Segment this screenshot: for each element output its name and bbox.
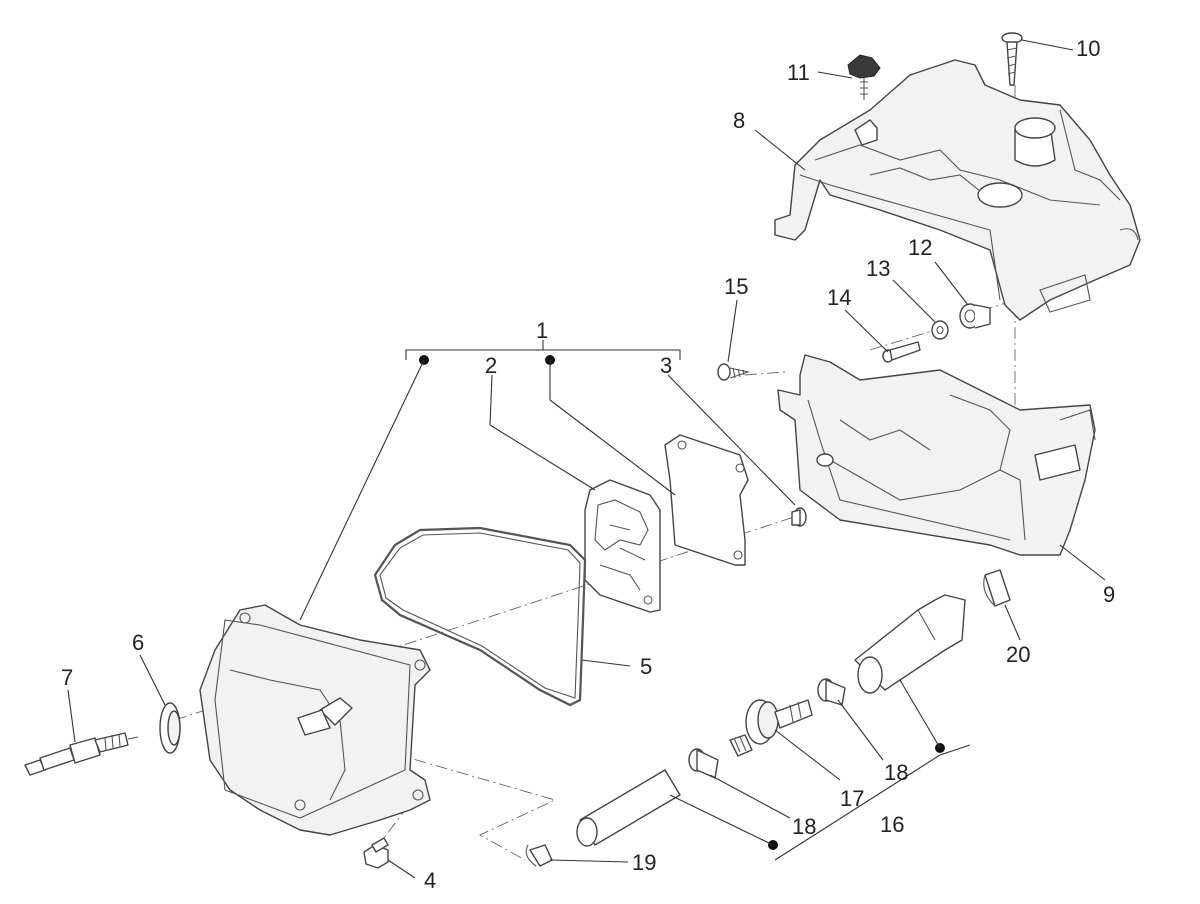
screw-part — [1001, 32, 1023, 86]
hose-clip-part — [983, 569, 1011, 607]
callout-18b: 18 — [792, 814, 816, 839]
callout-5: 5 — [640, 654, 652, 679]
kit-bracket-1 — [405, 340, 681, 365]
callout-1: 1 — [536, 318, 548, 343]
callout-16: 16 — [880, 812, 904, 837]
callout-10: 10 — [1076, 36, 1100, 61]
gasket-plate-part — [664, 434, 749, 566]
spark-plug-part — [24, 732, 139, 776]
callout-13: 13 — [866, 256, 890, 281]
callout-3: 3 — [660, 353, 672, 378]
small-screw-part — [791, 507, 807, 527]
breather-hose-lower-part — [576, 769, 681, 847]
kit-bracket-16 — [768, 743, 971, 861]
callout-12: 12 — [908, 235, 932, 260]
callout-9: 9 — [1103, 582, 1115, 607]
valve-cover-part — [199, 604, 431, 836]
callout-6: 6 — [132, 630, 144, 655]
upper-cover-part — [774, 59, 1141, 321]
callout-2: 2 — [485, 353, 497, 378]
grommet-part — [959, 303, 991, 329]
hose-clamp-lower-part — [688, 748, 719, 779]
callout-labels: 1 2 3 4 5 6 7 8 9 10 11 12 13 14 15 16 1… — [61, 36, 1115, 893]
knob-screw-part — [847, 54, 881, 100]
hose-clamp-upper-part — [817, 678, 846, 706]
seal-ring-part — [159, 702, 181, 754]
washer-part — [931, 320, 949, 340]
flange-bolt-part — [363, 837, 389, 869]
breather-valve-part — [729, 699, 813, 757]
callout-17: 17 — [840, 786, 864, 811]
breather-hose-upper-part — [854, 594, 966, 694]
callout-7: 7 — [61, 665, 73, 690]
lower-cover-part — [777, 354, 1096, 556]
callout-19: 19 — [632, 850, 656, 875]
callout-8: 8 — [733, 108, 745, 133]
reed-plate-part — [584, 479, 661, 613]
tapping-screw-part — [717, 363, 751, 381]
callout-11: 11 — [787, 60, 810, 85]
callout-4: 4 — [424, 868, 436, 893]
oring-gasket-part — [373, 526, 587, 707]
spring-clip-part — [525, 844, 553, 867]
callout-18a: 18 — [884, 760, 908, 785]
leader-lines — [67, 39, 1106, 879]
callout-14: 14 — [827, 285, 851, 310]
bolt-part — [882, 341, 921, 363]
callout-20: 20 — [1006, 642, 1030, 667]
callout-15: 15 — [724, 274, 748, 299]
